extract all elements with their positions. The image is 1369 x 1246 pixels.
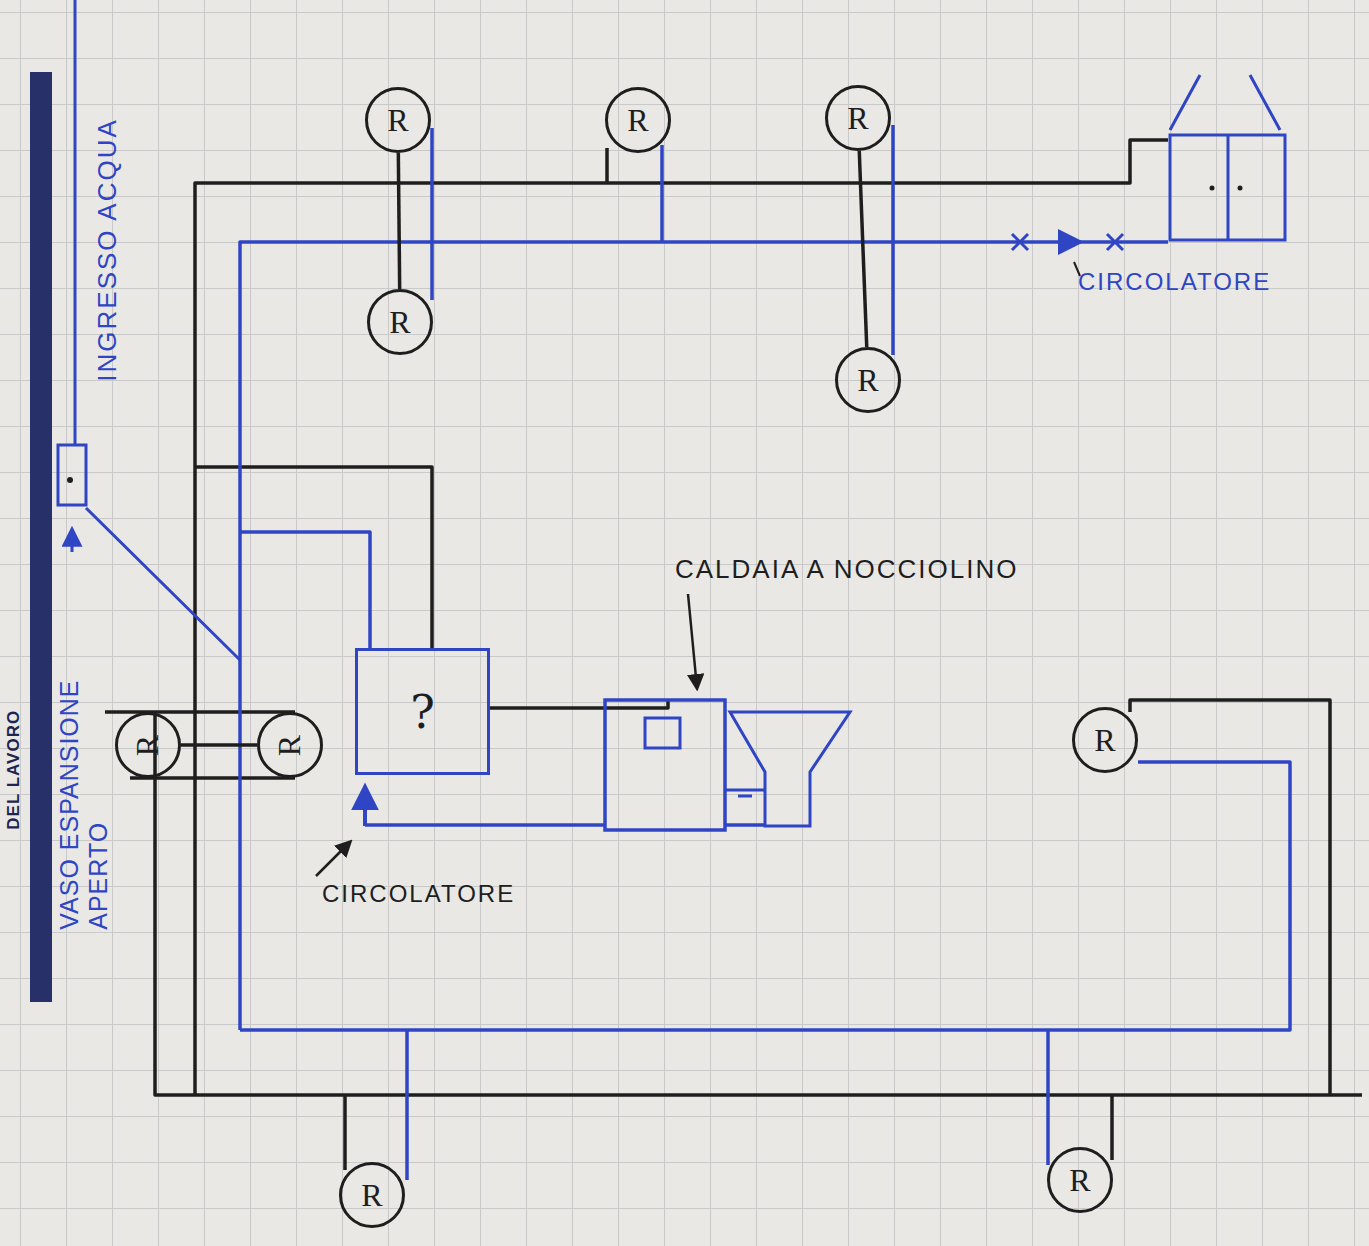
black-pipe [1130, 700, 1330, 1095]
radiator-label: R [1069, 1162, 1090, 1199]
circulator-arrow [363, 788, 367, 826]
radiator-label: R [1094, 722, 1115, 759]
leader-arrow [71, 530, 74, 552]
radiator-label: R [389, 304, 410, 341]
radiator-label: R [361, 1177, 382, 1214]
handwritten-label: CIRCOLATORE [1078, 268, 1271, 296]
radiator-circle: R [115, 712, 181, 778]
pipe-connector [398, 153, 399, 289]
pipe-connector [859, 151, 866, 347]
vessel-dot [67, 477, 73, 483]
expansion-vessel [58, 445, 86, 505]
handwritten-label: CIRCOLATORE [322, 880, 515, 908]
handwritten-label: CALDAIA A NOCCIOLINO [675, 555, 1018, 585]
leader-arrow [316, 842, 350, 876]
radiator-circle: R [257, 712, 323, 778]
pellet-hopper [730, 712, 850, 826]
handwritten-label: VASO ESPANSIONE APERTO [55, 630, 113, 930]
unknown-box: ? [355, 648, 490, 775]
boiler-window [645, 718, 680, 748]
black-pipe [195, 140, 1168, 1095]
circulator-symbol [1058, 229, 1084, 255]
black-pipe [345, 148, 1112, 1170]
hopper-feed [725, 790, 765, 796]
black-pipe [195, 467, 432, 648]
radiator-label: R [387, 102, 408, 139]
radiator-label: R [272, 734, 309, 755]
box-label: ? [410, 685, 435, 739]
radiator-circle: R [835, 347, 901, 413]
black-pipe [155, 712, 1362, 1095]
radiator-circle: R [1072, 707, 1138, 773]
radiator-circle: R [365, 87, 431, 153]
pipe-connector [181, 743, 257, 747]
blue-pipe [240, 532, 370, 648]
handwritten-label: DEL LAVORO [4, 710, 24, 830]
boiler [605, 700, 725, 830]
radiator-label: R [857, 362, 878, 399]
blue-pipe [407, 125, 1048, 1180]
radiator-circle: R [605, 87, 671, 153]
radiator-label: R [847, 100, 868, 137]
black-pipe [105, 712, 295, 778]
tank-dot [1238, 186, 1243, 191]
blue-pipe [240, 242, 1168, 1030]
storage-tank-top [1170, 75, 1280, 240]
radiator-circle: R [825, 85, 891, 151]
radiator-circle: R [339, 1162, 405, 1228]
radiator-circle: R [367, 289, 433, 355]
notebook-margin-bar [30, 72, 52, 1002]
radiator-circle: R [1047, 1147, 1113, 1213]
blue-pipe [365, 823, 765, 827]
valve-mark [1012, 234, 1123, 250]
handwritten-label: INGRESSO ACQUA [93, 118, 123, 382]
blue-pipe [75, 0, 240, 660]
leader-arrow [688, 594, 697, 688]
radiator-label: R [130, 734, 167, 755]
tank-dot [1210, 186, 1215, 191]
radiator-label: R [627, 102, 648, 139]
